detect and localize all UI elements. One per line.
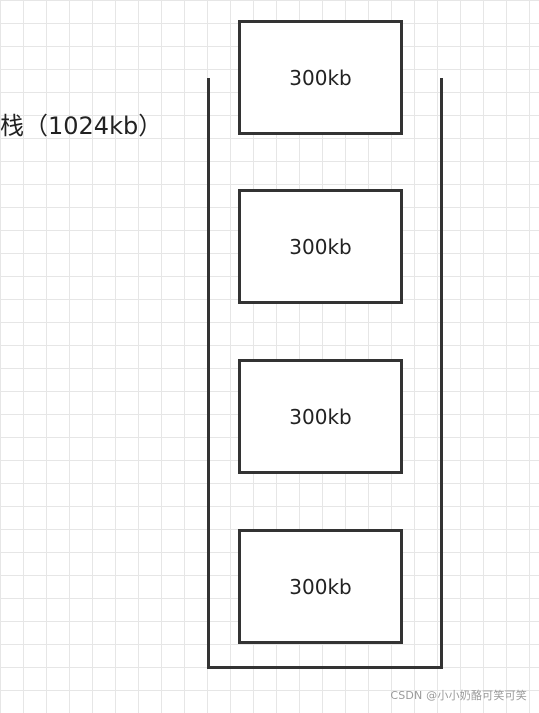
watermark: CSDN @小小奶酪可笑可笑 (390, 689, 527, 702)
memory-block: 300kb (238, 529, 403, 644)
stack-label: 栈（1024kb） (0, 112, 163, 140)
memory-block-label: 300kb (289, 404, 352, 429)
memory-block-label: 300kb (289, 65, 352, 90)
memory-block: 300kb (238, 359, 403, 474)
memory-block-label: 300kb (289, 234, 352, 259)
memory-block-label: 300kb (289, 574, 352, 599)
memory-block: 300kb (238, 20, 403, 135)
memory-block: 300kb (238, 189, 403, 304)
stack-container (207, 78, 443, 669)
